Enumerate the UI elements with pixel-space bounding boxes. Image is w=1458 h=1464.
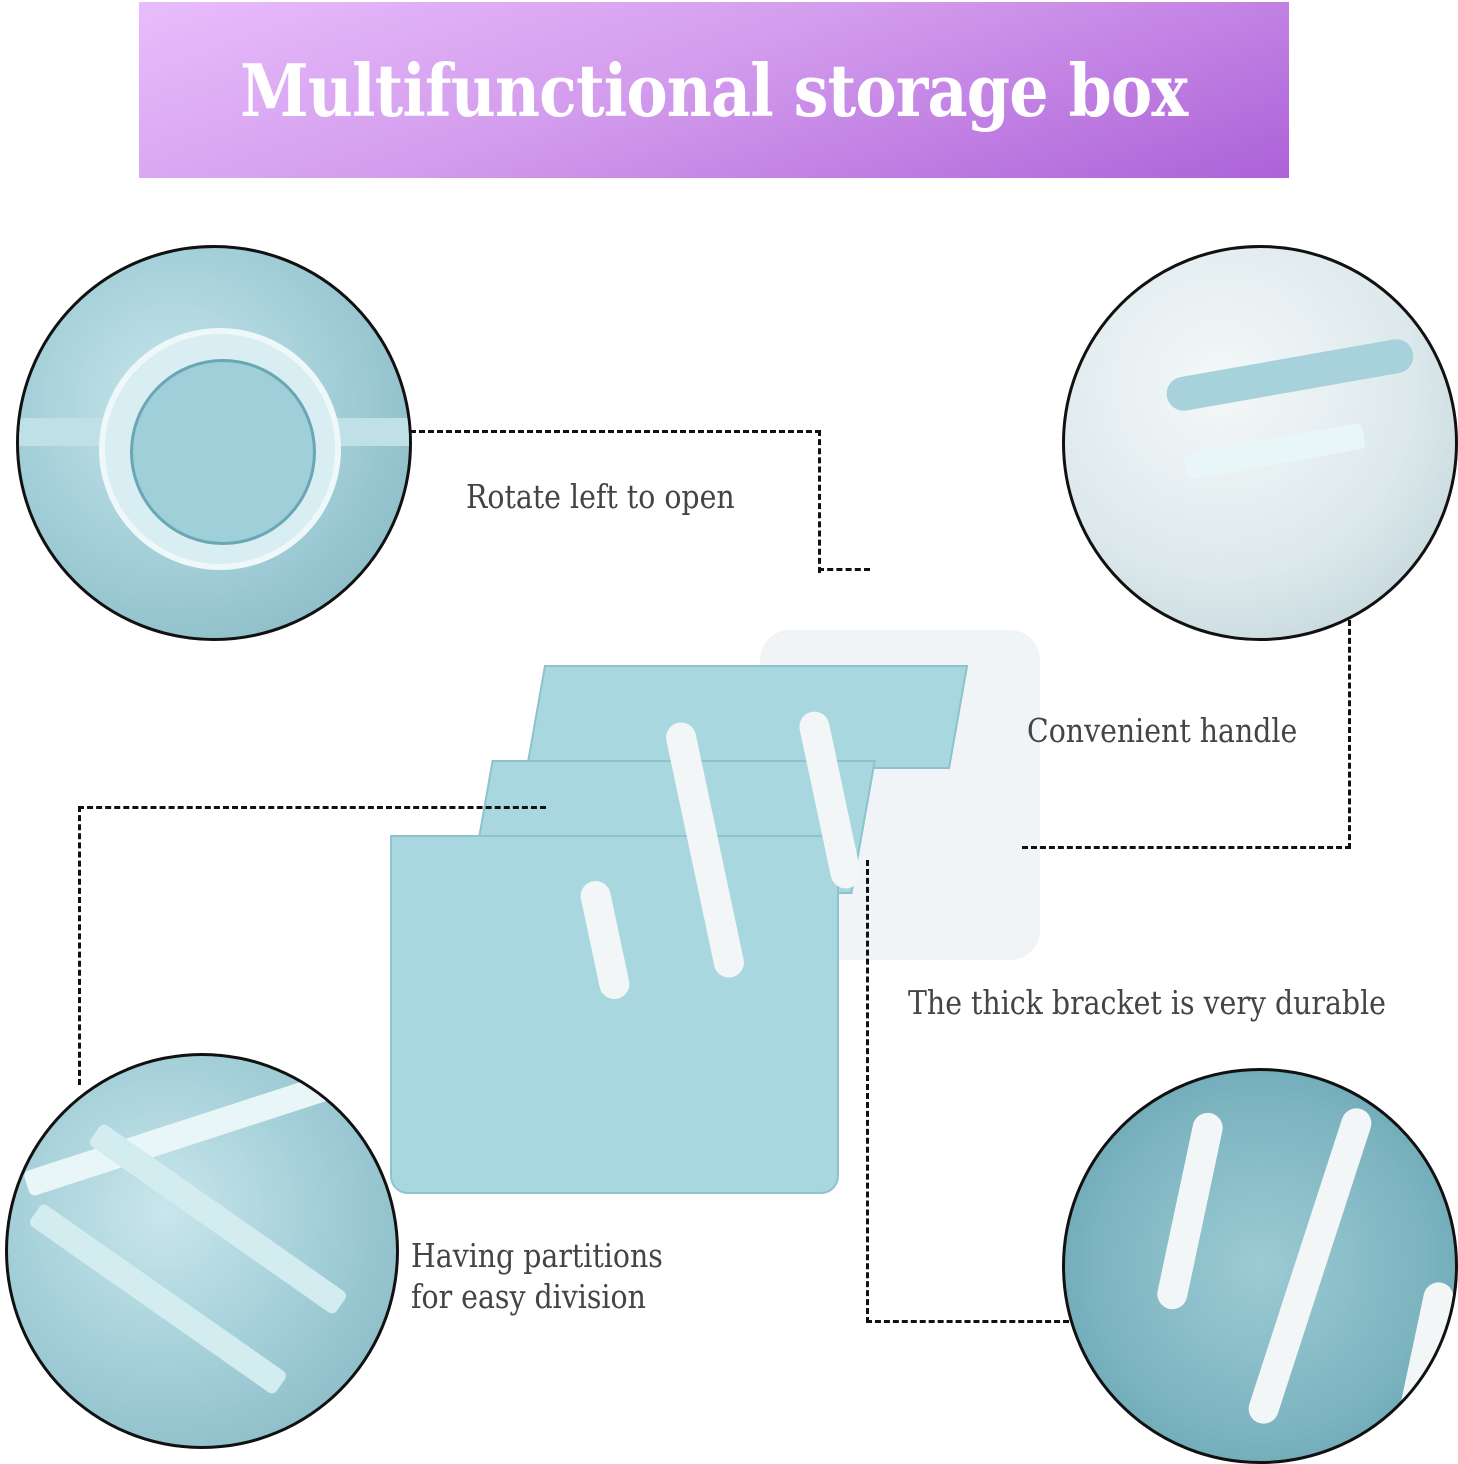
connector-knob-line-end [818, 568, 870, 571]
bracket-arm-icon [1154, 1110, 1226, 1312]
bracket-arm-icon [1393, 1279, 1455, 1443]
callout-label-rotate: Rotate left to open [466, 477, 735, 516]
bracket-arm-icon [1244, 1104, 1376, 1428]
banner-title: Multifunctional storage box [240, 47, 1188, 133]
connector-handle-line [1022, 620, 1351, 849]
title-banner: Multifunctional storage box [139, 2, 1289, 178]
rotary-knob-icon [99, 328, 341, 570]
callout-label-bracket: The thick bracket is very durable [908, 983, 1386, 1022]
bottom-compartment [390, 835, 839, 1194]
callout-label-handle: Convenient handle [1027, 711, 1298, 750]
product-image [390, 570, 1040, 1200]
carry-handle-icon [1163, 336, 1417, 414]
top-tray [525, 665, 969, 769]
connector-partitions-line [78, 806, 546, 1085]
knob-center [130, 359, 316, 545]
partitions-closeup-image [5, 1053, 399, 1449]
handle-closeup-image [1062, 245, 1458, 641]
callout-label-partitions-line1: Having partitions [411, 1236, 663, 1275]
knob-closeup-image [16, 245, 412, 641]
connector-knob-line [410, 430, 821, 573]
callout-label-partitions-line2: for easy division [411, 1277, 646, 1316]
connector-bracket-line [866, 860, 1069, 1323]
bracket-closeup-image [1062, 1068, 1458, 1464]
handle-base [1184, 422, 1366, 480]
